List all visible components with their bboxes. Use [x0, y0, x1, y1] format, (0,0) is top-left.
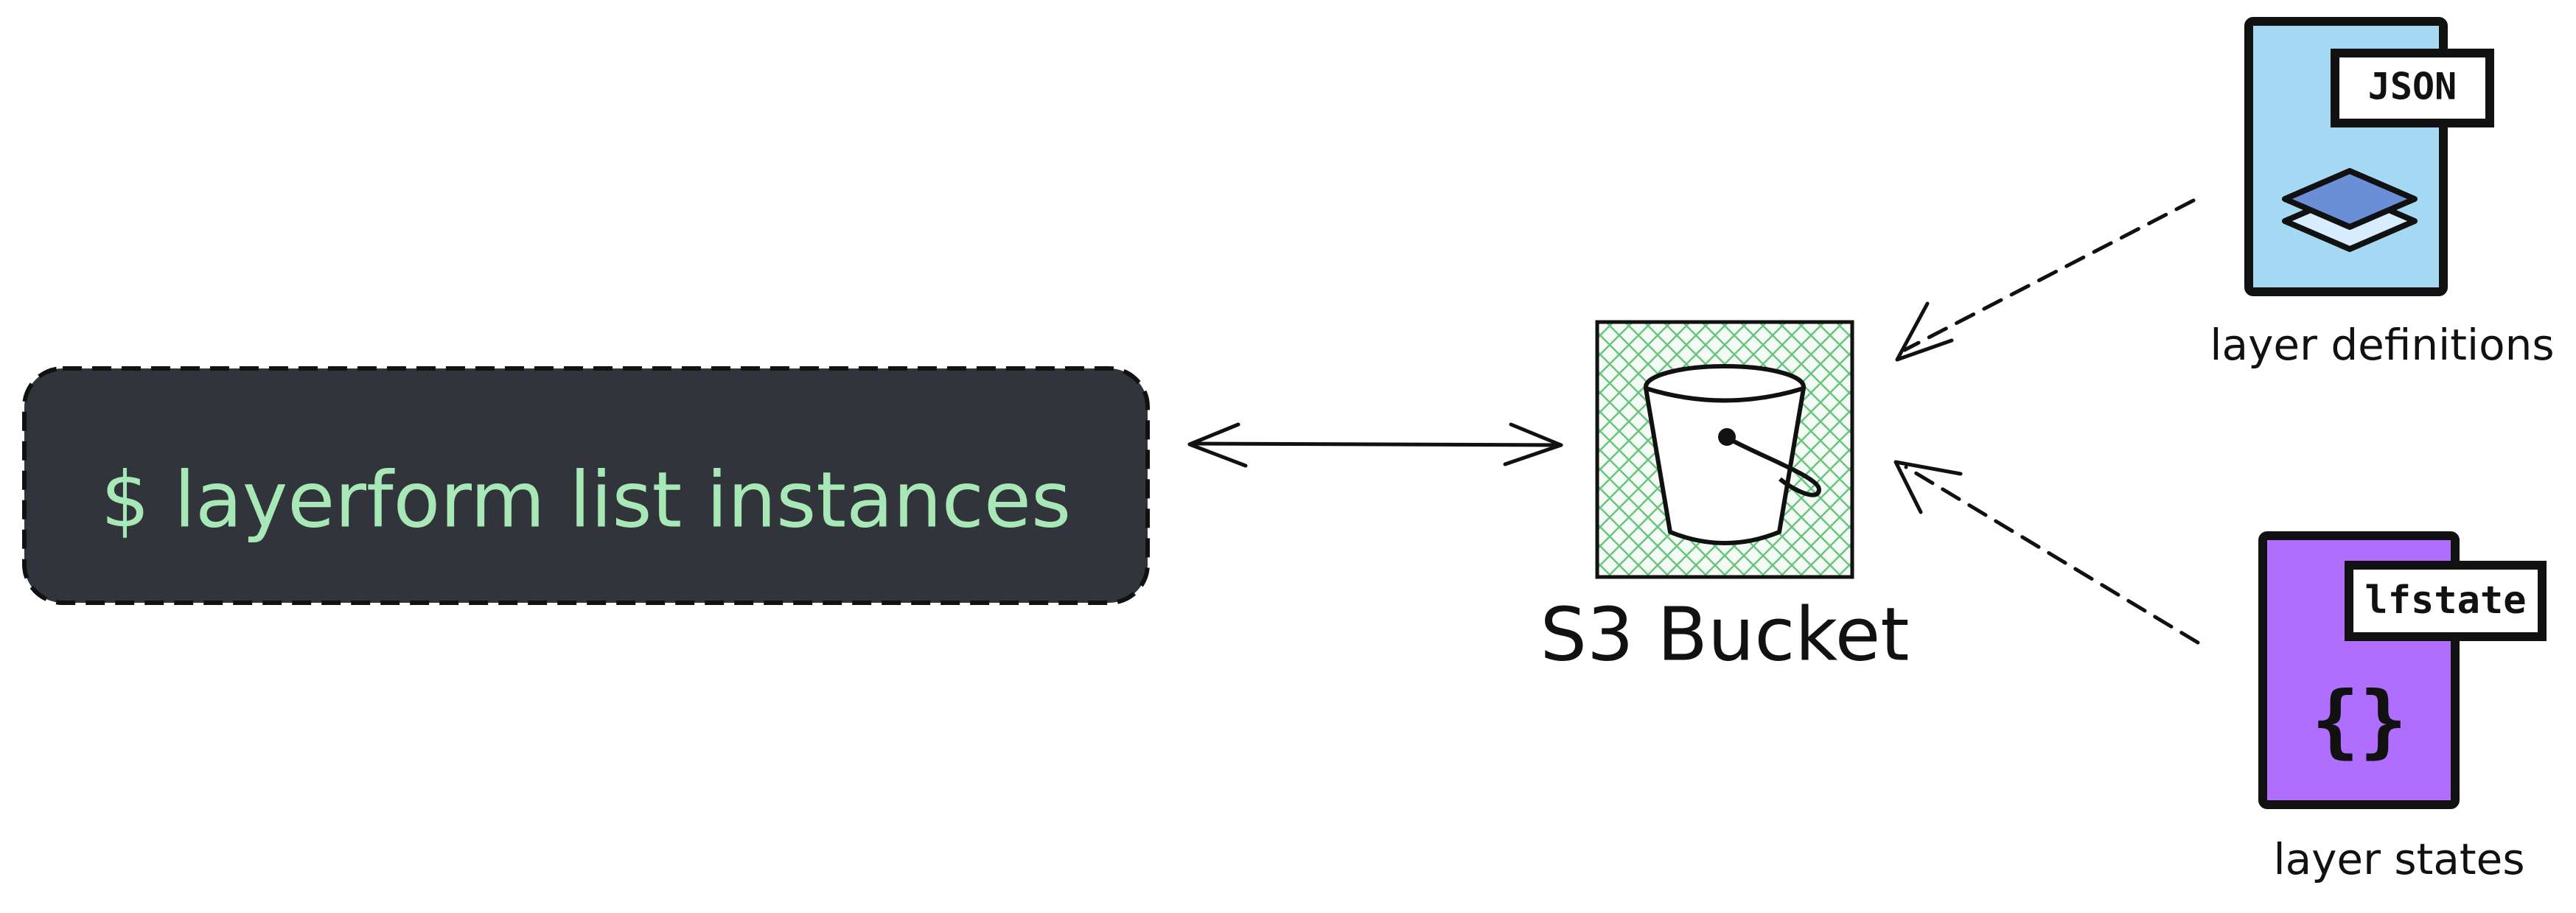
layers-icon	[2282, 168, 2418, 252]
states-badge	[2345, 561, 2547, 641]
bucket-handle	[1725, 435, 1821, 497]
arrow-head-right	[1503, 422, 1563, 466]
layers-icon-top	[2282, 168, 2418, 230]
states-node: lfstate {} layer states	[2258, 531, 2547, 884]
definitions-node: JSON layer definitions	[2210, 17, 2555, 370]
command-bucket-arrow	[1187, 422, 1563, 468]
s3-bucket-node: S3 Bucket	[1540, 320, 1910, 677]
bucket-handle-knob	[1718, 428, 1736, 446]
bucket-icon	[1644, 364, 1821, 545]
states-badge-text: lfstate	[2364, 578, 2526, 623]
states-bucket-arrow	[1893, 460, 2200, 645]
dashed-line	[1904, 465, 2200, 645]
arrow-line	[1190, 441, 1563, 447]
command-box: $ layerform list instances	[22, 366, 1150, 605]
command-text: $ layerform list instances	[101, 455, 1071, 545]
states-label: layer states	[2273, 834, 2524, 884]
arrow-head	[1895, 301, 1954, 362]
command-box-background	[22, 366, 1150, 605]
definitions-badge	[2331, 49, 2494, 127]
definitions-bucket-arrow	[1895, 198, 2196, 362]
definitions-label: layer definitions	[2210, 320, 2554, 370]
braces-icon: {}	[2311, 675, 2407, 767]
bucket-label: S3 Bucket	[1540, 591, 1910, 677]
arrow-head-left	[1187, 422, 1248, 468]
definitions-badge-text: JSON	[2368, 66, 2457, 108]
bucket-body	[1644, 386, 1806, 545]
dashed-line	[1902, 198, 2196, 352]
arrow-head	[1893, 460, 1963, 514]
